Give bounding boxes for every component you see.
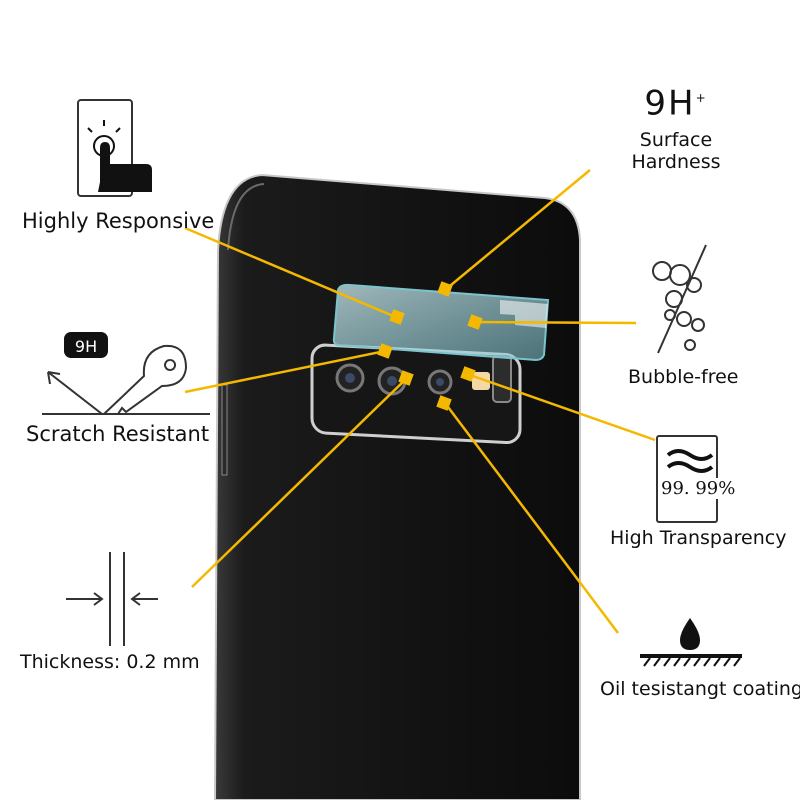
touch-icon [77, 99, 152, 197]
highly-responsive-label: Highly Responsive [22, 209, 215, 233]
bubbles-icon [652, 244, 707, 354]
thickness-label: Thickness: 0.2 mm [20, 651, 200, 673]
hardness-big-label: 9H+ [610, 80, 742, 121]
wave-icon [666, 449, 714, 473]
scratch-resistant-label: Scratch Resistant [26, 422, 210, 446]
thickness-arrows-icon [66, 552, 158, 646]
glass-lens-protector [332, 283, 550, 362]
phone-body [213, 173, 581, 800]
water-drop-icon [640, 618, 742, 667]
transparency-value: 99. 99% [660, 478, 737, 499]
hardness-plus: + [695, 91, 708, 105]
high-transparency-label: High Transparency [610, 527, 787, 549]
scratch-badge: 9H [75, 337, 97, 356]
hardness-value: 9H [644, 83, 696, 124]
key-icon: 9H [42, 332, 210, 415]
hardness-line2: Hardness [631, 151, 721, 174]
oil-coating-label: Oil tesistangt coating [600, 678, 800, 700]
surface-hardness-block: 9H+ Surface Hardness [610, 80, 742, 173]
bubble-free-label: Bubble-free [628, 366, 739, 388]
hardness-line1: Surface [639, 129, 713, 152]
callout-anchors [377, 281, 483, 411]
callout-lines [184, 169, 656, 634]
